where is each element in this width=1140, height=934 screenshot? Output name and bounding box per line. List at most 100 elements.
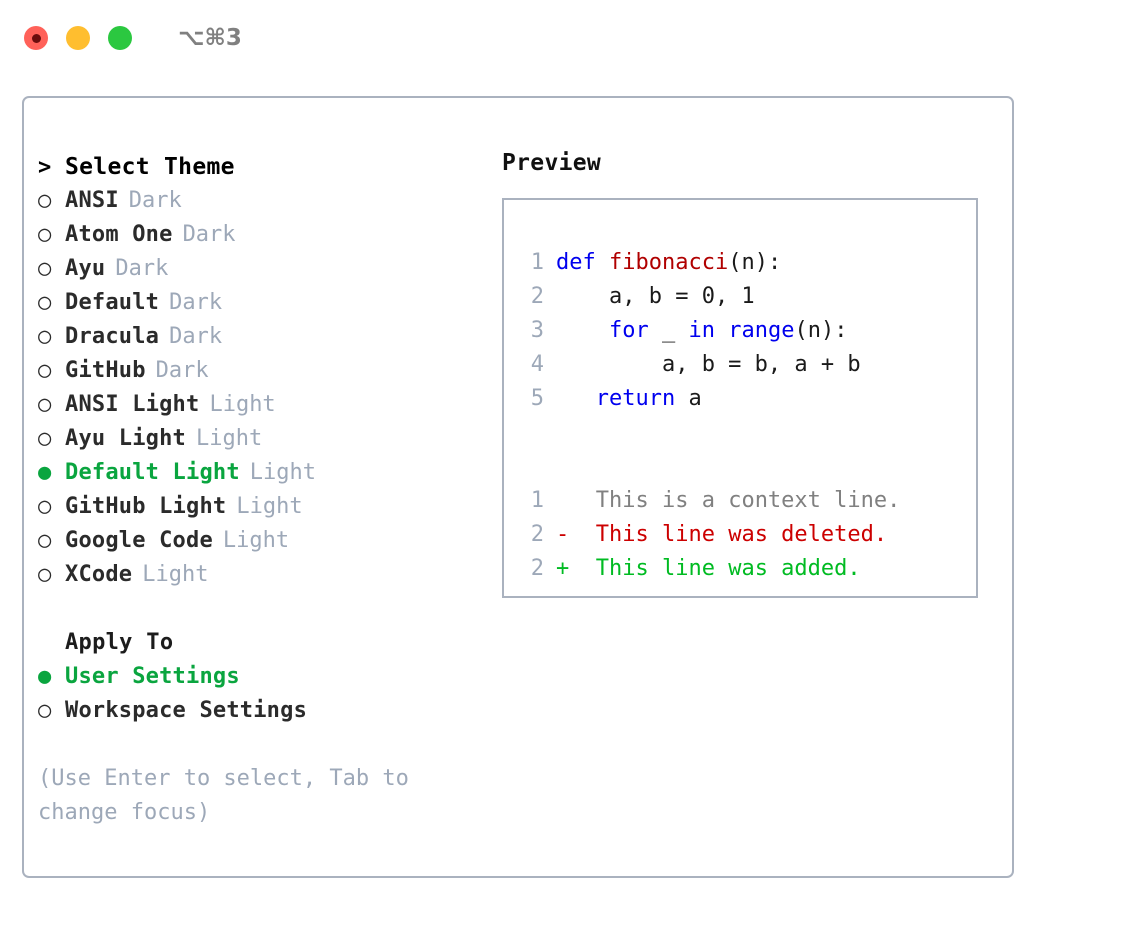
radio-icon[interactable]: ○: [38, 222, 52, 247]
code-token-plain: a, b = 0, 1: [556, 284, 755, 309]
code-token-plain: (n):: [794, 318, 848, 343]
radio-icon[interactable]: ○: [38, 324, 52, 349]
code-token-keyword: def: [556, 250, 609, 275]
close-button-icon[interactable]: [24, 26, 48, 50]
theme-picker-column: > Select Theme ○ ANSI Dark ○ Atom One Da…: [38, 150, 488, 830]
page-title: Select Theme: [65, 154, 235, 180]
theme-item-google-code[interactable]: ○ Google Code Light: [38, 524, 488, 558]
code-token-keyword: for: [608, 318, 649, 343]
apply-to-option-workspace-settings[interactable]: ○ Workspace Settings: [38, 694, 488, 728]
theme-item-github-dark[interactable]: ○ GitHub Dark: [38, 354, 488, 388]
radio-icon[interactable]: ○: [38, 528, 52, 553]
line-number: 1: [530, 488, 544, 513]
code-token-plain: [715, 318, 728, 343]
radio-selected-icon[interactable]: ●: [38, 460, 52, 485]
code-line: 2 a, b = 0, 1: [504, 280, 976, 314]
radio-icon[interactable]: ○: [38, 392, 52, 417]
apply-to-option-user-settings[interactable]: ● User Settings: [38, 660, 488, 694]
radio-icon[interactable]: ○: [38, 562, 52, 587]
radio-icon[interactable]: ○: [38, 426, 52, 451]
theme-item-kind: Dark: [182, 222, 236, 247]
diff-content: This line was deleted.: [569, 518, 887, 552]
theme-item-kind: Dark: [169, 290, 223, 315]
code-content: def fibonacci(n):: [556, 246, 781, 280]
code-blank-line: [504, 416, 976, 450]
code-content: return a: [556, 382, 702, 416]
theme-item-kind: Light: [249, 460, 317, 485]
diff-text: This line was deleted.: [595, 522, 888, 547]
code-content: for _ in range(n):: [556, 314, 847, 348]
code-line: 5 return a: [504, 382, 976, 416]
code-token-plain: [556, 318, 609, 343]
radio-icon[interactable]: ○: [38, 188, 52, 213]
apply-to-option-label: User Settings: [65, 664, 240, 689]
theme-item-kind: Light: [209, 392, 276, 417]
line-number: 3: [530, 318, 544, 343]
code-token-plain: a, b = b, a + b: [556, 352, 861, 377]
apply-to-option-label: Workspace Settings: [65, 698, 308, 723]
traffic-light-group: [24, 26, 132, 50]
theme-item-ayu-light[interactable]: ○ Ayu Light Light: [38, 422, 488, 456]
theme-item-ayu-dark[interactable]: ○ Ayu Dark: [38, 252, 488, 286]
radio-selected-icon[interactable]: ●: [38, 664, 52, 689]
theme-item-label: Ayu Light: [65, 426, 187, 451]
code-token-plain: [556, 386, 596, 411]
code-token-keyword: in: [688, 318, 715, 343]
code-line: 3 for _ in range(n):: [504, 314, 976, 348]
line-number: 4: [530, 352, 544, 377]
theme-item-kind: Light: [222, 528, 290, 553]
theme-item-label: XCode: [65, 562, 133, 587]
theme-item-label: Ayu: [65, 256, 106, 281]
theme-item-ansi-dark[interactable]: ○ ANSI Dark: [38, 184, 488, 218]
line-number: 5: [530, 386, 544, 411]
preview-column: Preview 1 def fibonacci(n): 2 a, b = 0, …: [502, 150, 1002, 598]
theme-item-label: Default Light: [65, 460, 240, 485]
radio-icon[interactable]: ○: [38, 698, 52, 723]
theme-item-kind: Light: [196, 426, 263, 451]
theme-item-label: GitHub: [65, 358, 146, 383]
theme-item-github-light[interactable]: ○ GitHub Light Light: [38, 490, 488, 524]
line-number: 2: [530, 522, 544, 547]
theme-item-label: Google Code: [65, 528, 213, 553]
code-token-function: fibonacci: [608, 250, 729, 275]
diff-sign: -: [556, 522, 570, 547]
theme-item-default-dark[interactable]: ○ Default Dark: [38, 286, 488, 320]
radio-icon[interactable]: ○: [38, 494, 52, 519]
theme-item-label: Dracula: [65, 324, 160, 349]
code-content: a, b = b, a + b: [556, 348, 861, 382]
window-shortcut-label: ⌥⌘3: [178, 25, 242, 51]
radio-icon[interactable]: ○: [38, 358, 52, 383]
theme-item-default-light[interactable]: ● Default Light Light: [38, 456, 488, 490]
diff-line-added: 2 + This line was added.: [504, 552, 976, 586]
theme-item-xcode[interactable]: ○ XCode Light: [38, 558, 488, 592]
diff-sign: +: [556, 556, 570, 581]
radio-icon[interactable]: ○: [38, 290, 52, 315]
theme-item-ansi-light[interactable]: ○ ANSI Light Light: [38, 388, 488, 422]
preview-box: 1 def fibonacci(n): 2 a, b = 0, 1 3 for …: [502, 198, 978, 598]
code-blank-line: [504, 450, 976, 484]
code-token-builtin: range: [728, 318, 795, 343]
theme-item-label: Default: [65, 290, 160, 315]
line-number: 2: [530, 556, 544, 581]
apply-to-heading: ○ Apply To: [38, 626, 488, 660]
preview-title: Preview: [502, 150, 602, 176]
theme-item-kind: Dark: [169, 324, 223, 349]
apply-to-label: Apply To: [65, 630, 174, 655]
diff-line-context: 1 This is a context line.: [504, 484, 976, 518]
radio-icon[interactable]: ○: [38, 256, 52, 281]
code-token-keyword: return: [595, 386, 676, 411]
title-bar: ⌥⌘3: [0, 0, 1140, 76]
theme-item-atom-one-dark[interactable]: ○ Atom One Dark: [38, 218, 488, 252]
zoom-button-icon[interactable]: [108, 26, 132, 50]
theme-item-kind: Dark: [155, 358, 209, 383]
code-token-plain: _: [648, 318, 689, 343]
diff-content: This line was added.: [569, 552, 861, 586]
code-line: 4 a, b = b, a + b: [504, 348, 976, 382]
code-line: 1 def fibonacci(n):: [504, 246, 976, 280]
theme-item-dracula-dark[interactable]: ○ Dracula Dark: [38, 320, 488, 354]
theme-item-kind: Light: [142, 562, 209, 587]
minimize-button-icon[interactable]: [66, 26, 90, 50]
theme-item-label: Atom One: [65, 222, 173, 247]
list-spacer: [38, 592, 488, 626]
diff-text: This line was added.: [595, 556, 861, 581]
